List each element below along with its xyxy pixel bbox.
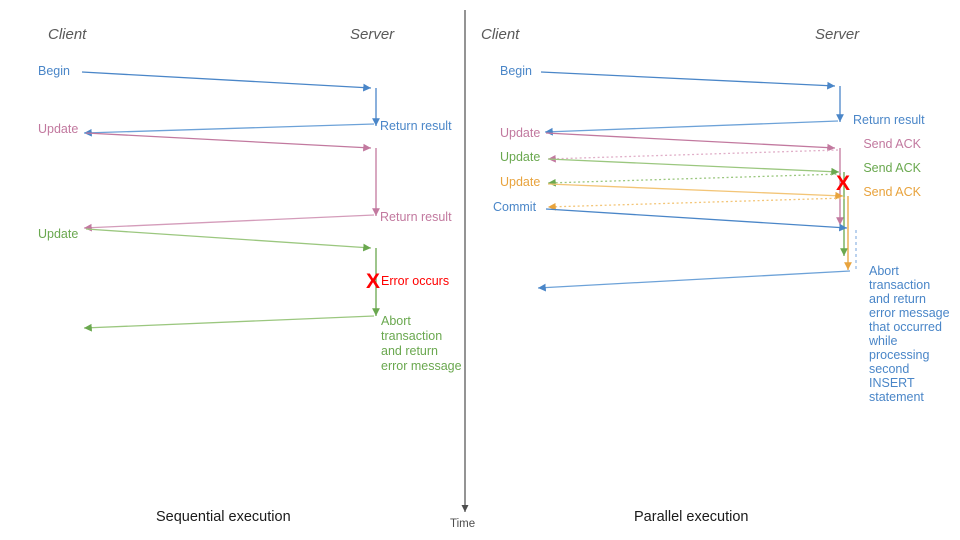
left-message-begin: Begin (38, 64, 372, 92)
right-error-x-icon: X (836, 172, 850, 195)
right-message-update-1: Update (500, 126, 836, 152)
right-label-return-result: Return result (853, 113, 925, 127)
right-message-update-3: Update (500, 175, 844, 200)
left-message-return-result-2: Return result (83, 210, 452, 232)
left-caption: Sequential execution (156, 509, 291, 525)
left-label-begin: Begin (38, 64, 70, 78)
right-abort-line-7: second (869, 362, 909, 376)
right-actor-client: Client (481, 26, 520, 43)
left-message-return-result-1: Return result (83, 119, 452, 137)
left-abort-line-2: and return (381, 344, 438, 358)
left-abort-note: Abort transaction and return error messa… (381, 314, 462, 373)
left-label-update-1: Update (38, 122, 78, 136)
left-actor-client: Client (48, 26, 87, 43)
right-label-commit: Commit (493, 200, 537, 214)
right-label-send-ack-1: Send ACK (863, 137, 921, 151)
left-label-update-2: Update (38, 227, 78, 241)
right-abort-line-4: that occurred (869, 320, 942, 334)
left-label-return-result-1: Return result (380, 119, 452, 133)
right-label-begin: Begin (500, 64, 532, 78)
right-abort-line-6: processing (869, 348, 929, 362)
left-abort-line-1: transaction (381, 329, 442, 343)
right-abort-line-3: error message (869, 306, 950, 320)
right-error-marker: X (836, 172, 850, 195)
right-abort-note: Abort transaction and return error messa… (868, 264, 950, 404)
left-panel: Client Server Begin Return result Update (38, 26, 462, 525)
right-label-update-1: Update (500, 126, 540, 140)
left-abort-line-3: error message (381, 359, 462, 373)
left-error-x-icon: X (366, 270, 380, 293)
left-error-marker: X Error occurs (366, 270, 449, 293)
left-label-error-occurs: Error occurs (381, 274, 449, 288)
right-caption: Parallel execution (634, 509, 748, 525)
left-message-update-2: Update (38, 227, 372, 252)
right-message-return-result: Return result (544, 113, 925, 136)
right-abort-line-0: Abort (869, 264, 899, 278)
right-abort-line-9: statement (869, 390, 924, 404)
right-abort-line-5: while (868, 334, 898, 348)
right-message-update-2: Update (500, 150, 840, 176)
right-actor-server: Server (815, 26, 860, 43)
right-abort-line-2: and return (869, 292, 926, 306)
right-panel: Client Server Begin Return result Update (481, 26, 950, 525)
right-label-update-2: Update (500, 150, 540, 164)
right-abort-line-8: INSERT (869, 376, 915, 390)
right-message-commit: Commit (493, 200, 848, 232)
right-message-abort-return (537, 270, 851, 292)
right-message-send-ack-3: Send ACK (547, 185, 922, 211)
right-label-send-ack-2: Send ACK (863, 161, 921, 175)
left-message-update-1: Update (38, 122, 372, 152)
right-label-update-3: Update (500, 175, 540, 189)
left-actor-server: Server (350, 26, 395, 43)
right-abort-line-1: transaction (869, 278, 930, 292)
time-axis-label: Time (450, 518, 475, 530)
right-message-send-ack-2: Send ACK (547, 161, 922, 187)
right-message-begin: Begin (500, 64, 836, 90)
right-message-send-ack-1: Send ACK (547, 137, 922, 163)
right-label-send-ack-3: Send ACK (863, 185, 921, 199)
left-abort-line-0: Abort (381, 314, 411, 328)
left-label-return-result-2: Return result (380, 210, 452, 224)
left-message-abort-return (83, 315, 375, 332)
